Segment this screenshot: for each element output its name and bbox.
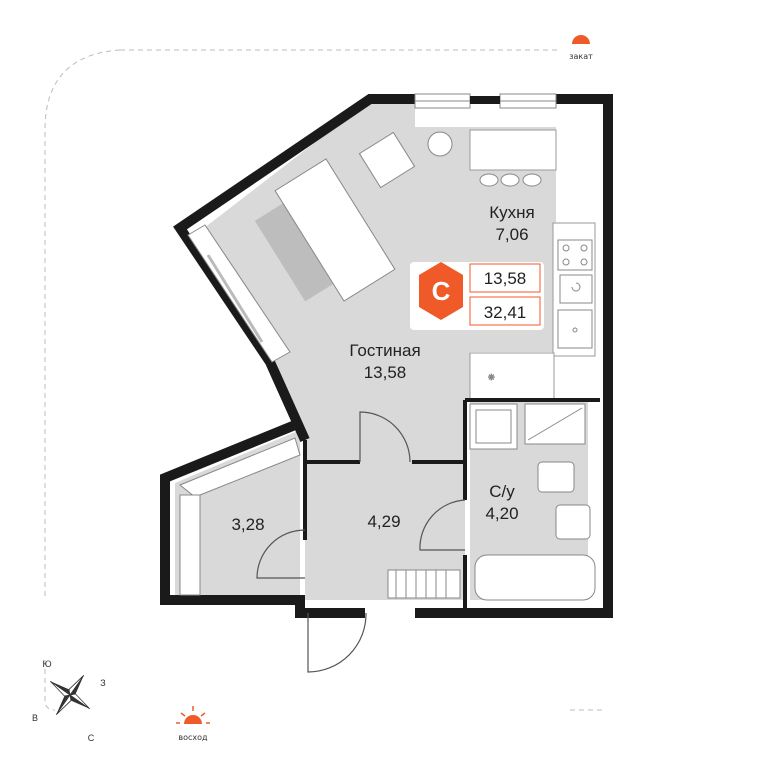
sunrise-label: восход	[178, 733, 208, 742]
sunrise-icon	[184, 715, 202, 724]
windows	[414, 93, 557, 109]
sunset-marker: закат	[569, 35, 593, 61]
badge-hexagon-icon	[419, 262, 463, 320]
compass-south: Ю	[42, 659, 51, 669]
toilet-icon	[537, 461, 575, 493]
living-area: 13,58	[364, 363, 407, 382]
sofa	[274, 158, 396, 302]
badge-letter: С	[432, 276, 451, 306]
bathroom-name: С/у	[489, 482, 515, 501]
doors	[256, 411, 466, 673]
armchair	[358, 131, 416, 189]
compass-east: В	[32, 713, 38, 723]
living-name: Гостиная	[349, 341, 420, 360]
walls	[160, 94, 613, 618]
sunrise-marker: восход	[176, 706, 210, 742]
stove-icon	[557, 239, 593, 271]
kitchen-name: Кухня	[489, 203, 535, 222]
sunset-icon	[572, 35, 590, 44]
hall-area: 4,29	[367, 512, 400, 531]
living-furniture	[254, 131, 453, 302]
kitchen-area: 7,06	[495, 225, 528, 244]
badge-living-area: 13,58	[484, 269, 527, 288]
compass-north: С	[88, 733, 95, 743]
bathtub-icon	[474, 554, 596, 601]
sink-icon	[555, 504, 591, 540]
badge-total-area: 32,41	[484, 303, 527, 322]
plant-icon	[427, 131, 453, 157]
balcony-window	[187, 224, 291, 363]
sunset-label: закат	[569, 52, 593, 61]
storage-shelves	[179, 437, 461, 599]
area-badge: С 13,58 32,41	[410, 262, 544, 330]
compass-west: З	[100, 678, 105, 688]
interior-walls	[303, 398, 600, 613]
kitchen-appliances: ✳	[488, 239, 593, 383]
bathroom-area: 4,20	[485, 504, 518, 523]
bathroom-fixtures	[469, 403, 596, 601]
compass-rose: С Ю В З	[32, 659, 106, 743]
dining-chairs	[479, 173, 542, 187]
storage-area: 3,28	[231, 515, 264, 534]
site-boundary	[44, 49, 605, 711]
snowflake-icon: ✳	[488, 373, 495, 382]
